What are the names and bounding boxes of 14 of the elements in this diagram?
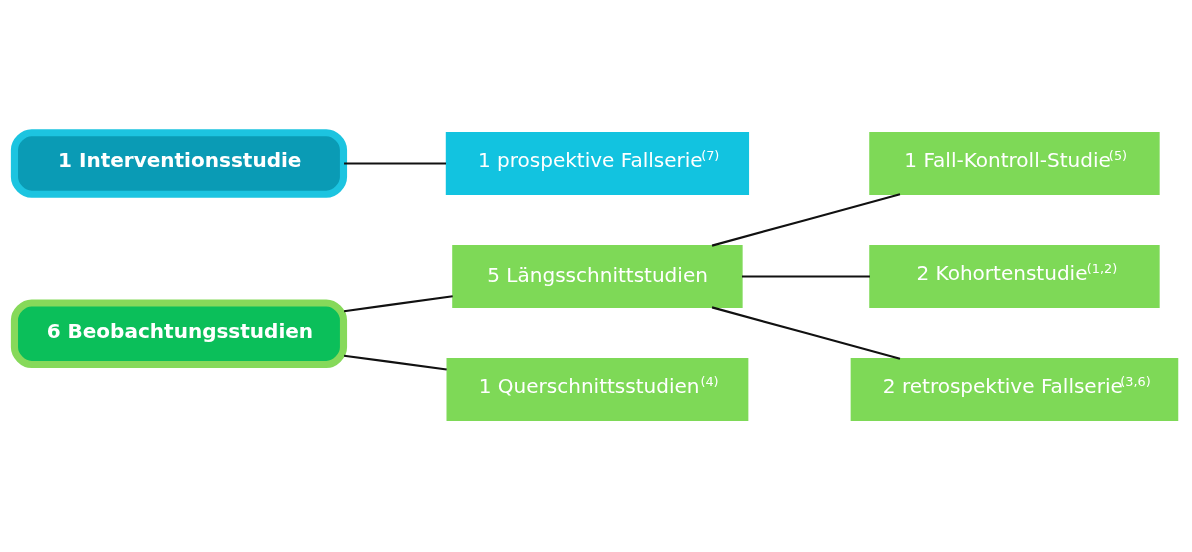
node-box: 1 Interventionsstudie — [10, 128, 348, 198]
node-box: 6 Beobachtungsstudien — [10, 298, 348, 368]
connector — [741, 274, 870, 278]
connector — [344, 161, 446, 165]
connector — [711, 305, 901, 360]
node-box: 1 Querschnittsstudien$^{(4)}$ — [446, 357, 749, 421]
node-box: 2 Kohortenstudie$^{(1,2)}$ — [869, 244, 1160, 308]
node-box: 5 Längsschnittstudien — [452, 244, 743, 308]
node-box: 1 Fall-Kontroll-Studie$^{(5)}$ — [869, 131, 1160, 195]
connector — [343, 354, 447, 371]
node-box: 2 retrospektive Fallserie$^{(3,6)}$ — [850, 357, 1179, 421]
connector — [711, 192, 901, 247]
connector — [343, 294, 453, 312]
node-box: 1 prospektive Fallserie$^{(7)}$ — [445, 131, 750, 195]
